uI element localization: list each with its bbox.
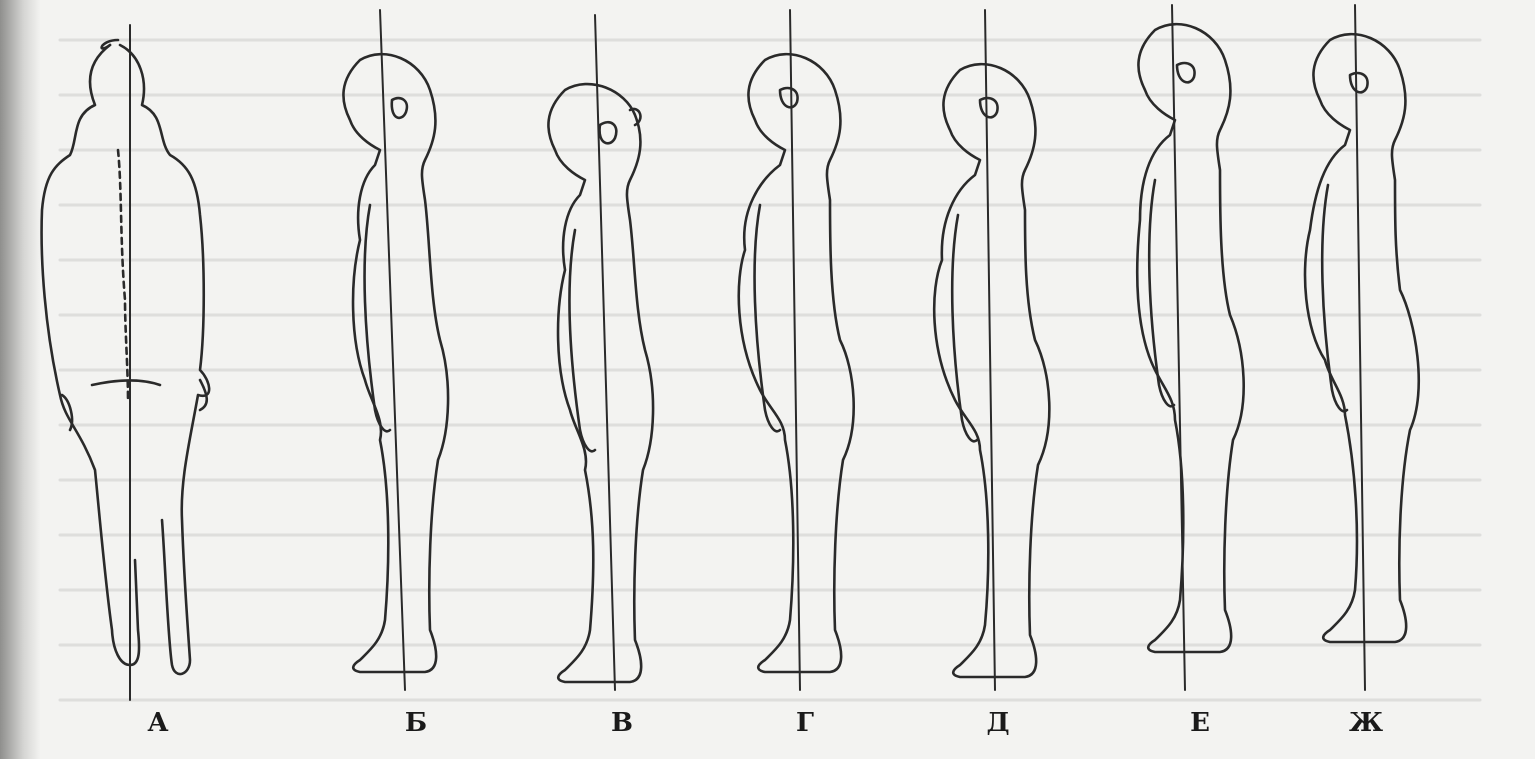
figure-label-e: Е [1170, 708, 1230, 738]
figure-label-b: Б [386, 708, 446, 738]
figure-label-g: Г [775, 708, 835, 738]
figure-label-zh: Ж [1336, 708, 1396, 738]
figure-label-a: А [128, 708, 188, 738]
figure-label-d: Д [968, 708, 1028, 738]
left-scan-shadow [0, 0, 40, 759]
figure-label-v: В [592, 708, 652, 738]
